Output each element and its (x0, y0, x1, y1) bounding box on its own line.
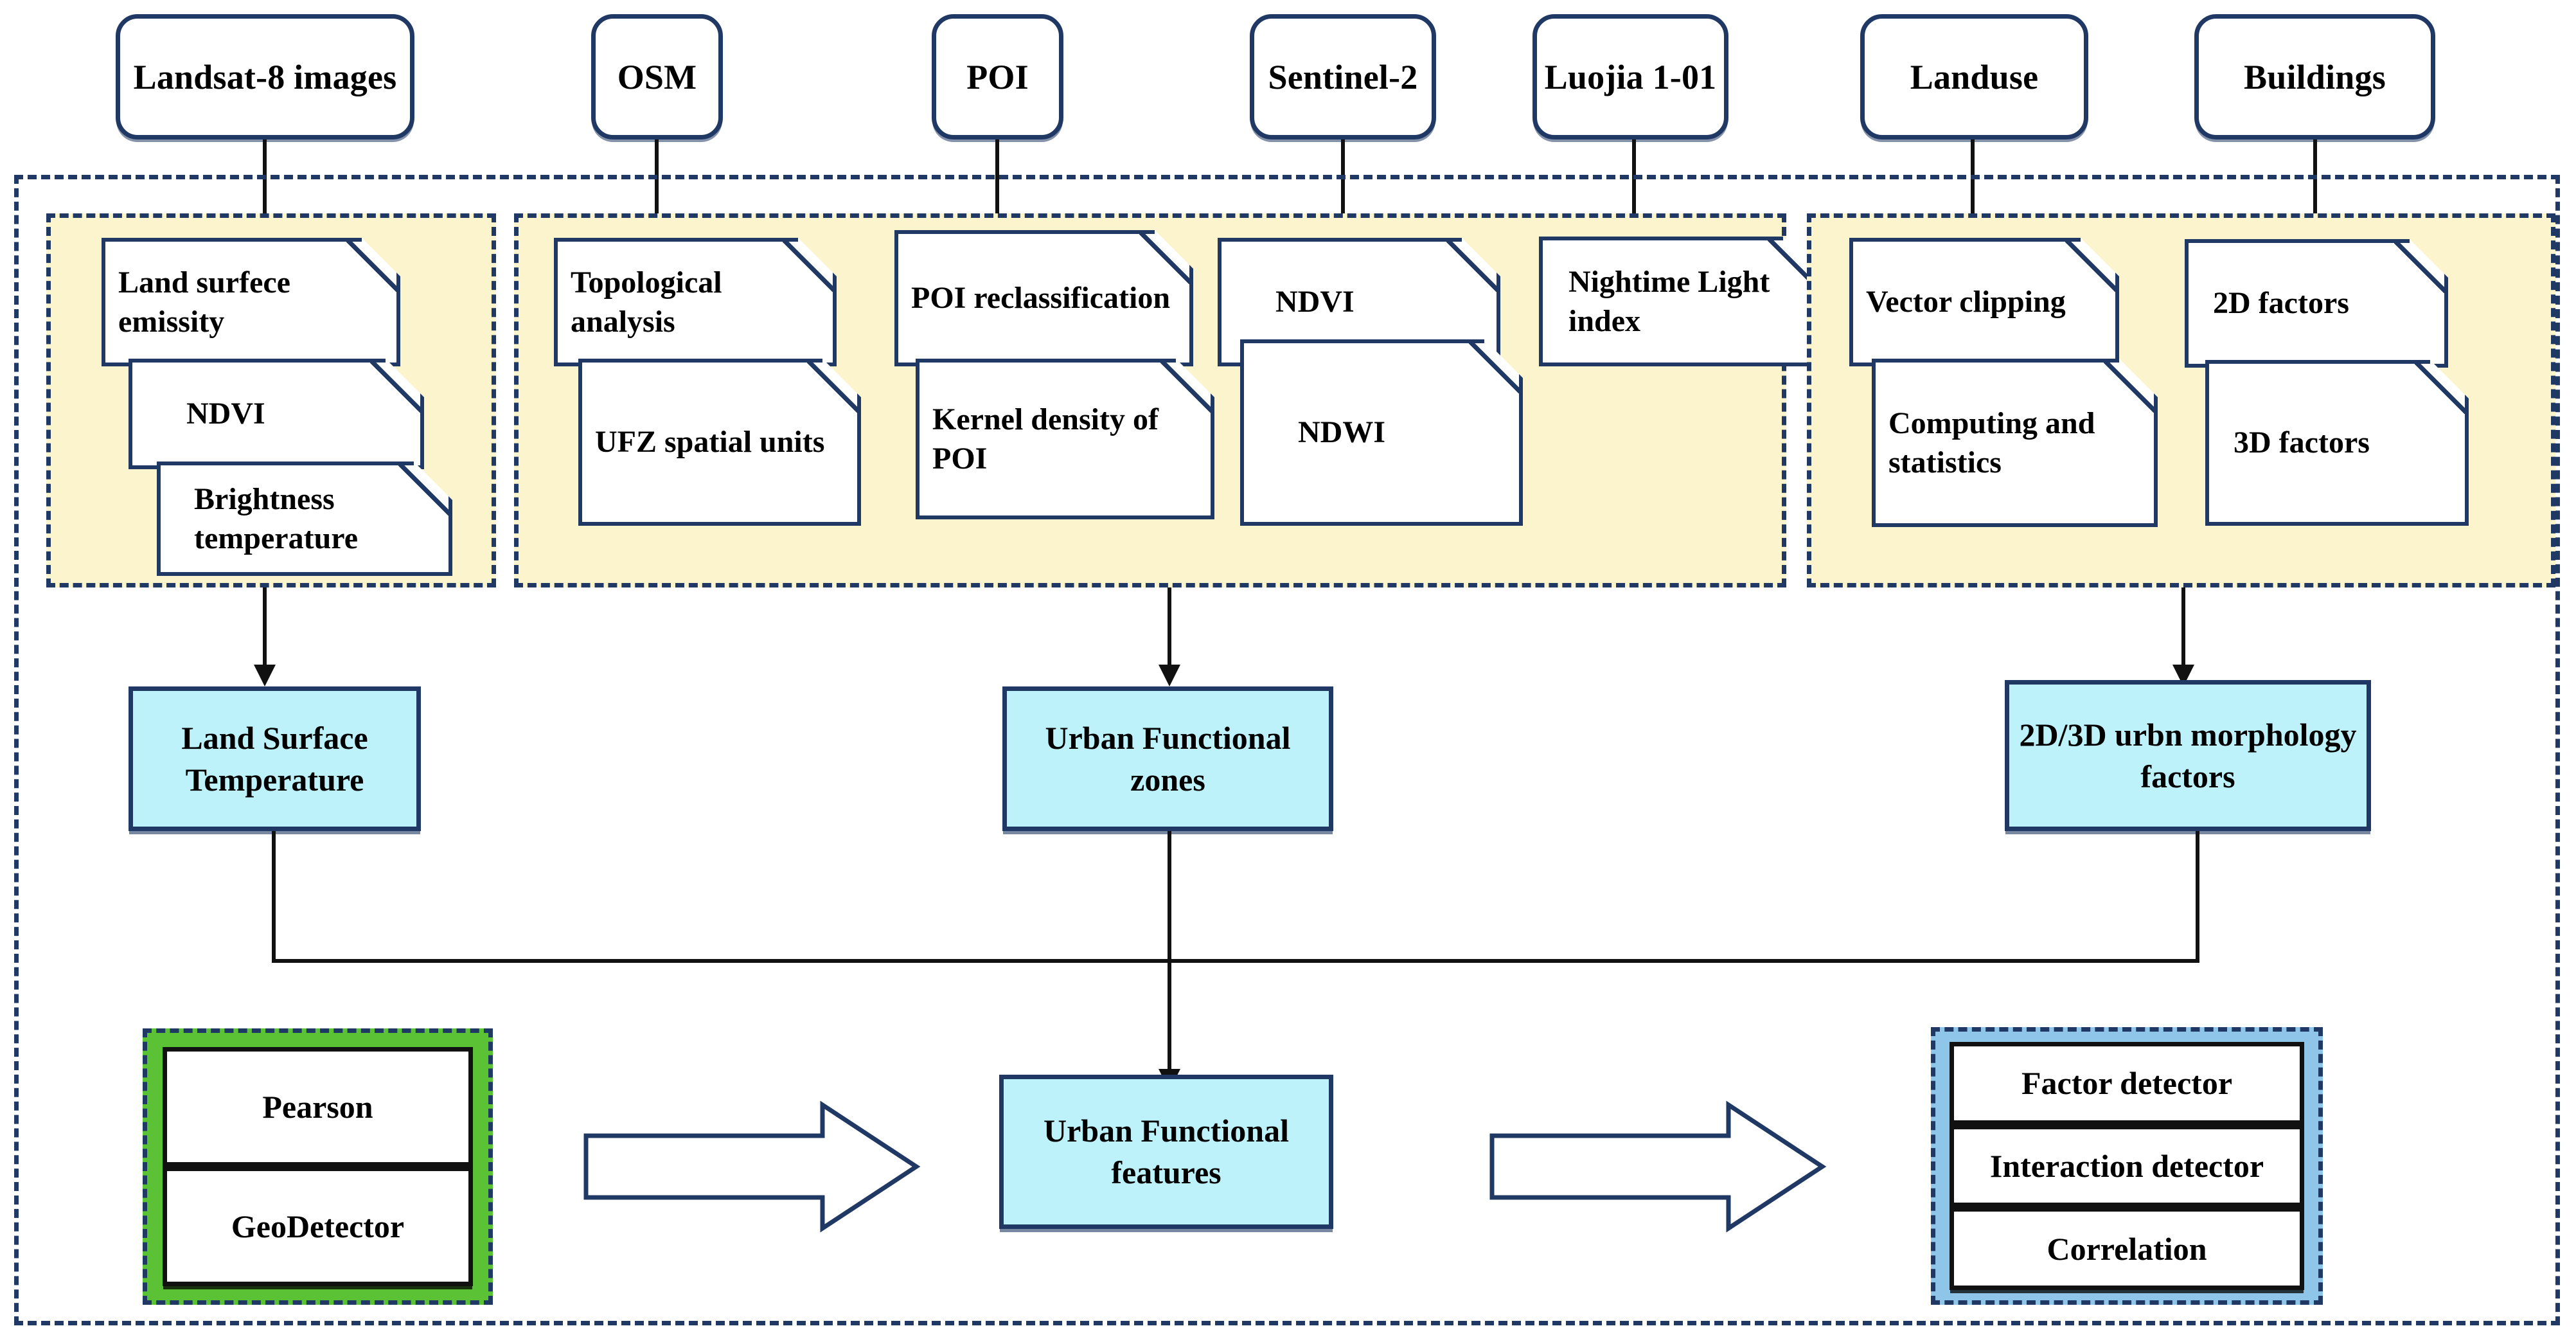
detector-cell-factor-detector[interactable]: Factor detector (1950, 1042, 2304, 1125)
process-label: Nightime Light index (1568, 264, 1770, 338)
geodetector-outputs-group: Factor detector Interaction detector Cor… (1931, 1027, 2323, 1305)
arrowhead-lst (254, 665, 276, 686)
bus-drop-center (1168, 831, 1171, 963)
process-label: Land surfece emissity (118, 265, 290, 339)
source-box-osm[interactable]: OSM (591, 14, 723, 139)
process-box-nightime-light-index[interactable]: Nightime Light index (1539, 237, 1822, 366)
bus-drop-left (272, 831, 276, 963)
block-arrow-left (583, 1100, 921, 1233)
process-box-computing-and-statistics[interactable]: Computing and statistics (1872, 359, 2158, 527)
arrowhead-ufz (1159, 665, 1180, 686)
connector-luojia (1632, 139, 1636, 226)
result-box-urban-functional-zones[interactable]: Urban Functional zones (1002, 686, 1333, 831)
block-arrow-right (1489, 1100, 1827, 1233)
connector-sentinel2 (1341, 139, 1345, 226)
result-label: Land Surface Temperature (181, 719, 368, 798)
process-box-land-surface-emissity[interactable]: Land surfece emissity (102, 238, 400, 366)
process-box-2d-factors[interactable]: 2D factors (2185, 239, 2448, 368)
connector-landuse (1971, 139, 1975, 226)
source-box-landsat8[interactable]: Landsat-8 images (116, 14, 414, 139)
process-box-3d-factors[interactable]: 3D factors (2205, 360, 2469, 526)
process-box-poi-reclassification[interactable]: POI reclassification (894, 230, 1193, 366)
process-box-vector-clipping[interactable]: Vector clipping (1849, 238, 2119, 366)
bus-horizontal (272, 959, 2199, 963)
connector-landsat (263, 139, 267, 226)
result-label: 2D/3D urbn morphology factors (2019, 716, 2357, 794)
source-label: Landsat-8 images (133, 57, 397, 96)
method-cell-pearson[interactable]: Pearson (163, 1047, 473, 1167)
statistical-methods-group: Pearson GeoDetector (143, 1028, 493, 1305)
source-label: OSM (617, 57, 697, 96)
process-label: Topological analysis (571, 265, 722, 339)
result-label: Urban Functional zones (1045, 719, 1291, 798)
result-label: Urban Functional features (1043, 1113, 1289, 1190)
process-box-brightness-temperature[interactable]: Brightness temperature (157, 461, 452, 576)
connector-buildings (2313, 139, 2317, 226)
result-box-land-surface-temperature[interactable]: Land Surface Temperature (129, 686, 421, 831)
connector-panel2-to-ufz (1168, 587, 1171, 670)
process-label: Brightness temperature (194, 481, 358, 555)
source-box-luojia[interactable]: Luojia 1-01 (1532, 14, 1728, 139)
source-box-landuse[interactable]: Landuse (1860, 14, 2088, 139)
result-box-urban-functional-features[interactable]: Urban Functional features (999, 1075, 1333, 1229)
process-label: 3D factors (2234, 426, 2370, 460)
connector-panel3-to-morphology (2181, 587, 2185, 670)
process-box-kernel-density-of-poi[interactable]: Kernel density of POI (916, 359, 1214, 519)
workflow-boundary (14, 175, 2560, 1325)
bus-drop-right (2196, 831, 2199, 963)
process-label: Computing and statistics (1888, 406, 2095, 479)
process-box-ndwi[interactable]: NDWI (1240, 339, 1523, 526)
process-label: NDVI (1275, 285, 1355, 319)
detector-label: Interaction detector (1989, 1148, 2264, 1184)
detector-cell-interaction-detector[interactable]: Interaction detector (1950, 1124, 2304, 1208)
process-label: POI reclassification (911, 281, 1171, 316)
source-label: Luojia 1-01 (1544, 57, 1717, 96)
connector-osm (655, 139, 659, 226)
source-label: Buildings (2244, 57, 2386, 96)
process-label: Kernel density of POI (932, 402, 1159, 476)
source-box-sentinel2[interactable]: Sentinel-2 (1250, 14, 1436, 139)
detector-label: Factor detector (2021, 1065, 2233, 1102)
method-label: GeoDetector (231, 1208, 405, 1244)
connector-bus-to-features (1168, 959, 1171, 1075)
source-box-buildings[interactable]: Buildings (2194, 14, 2435, 139)
process-label: Vector clipping (1866, 285, 2066, 319)
source-label: Sentinel-2 (1268, 57, 1418, 96)
connector-panel1-to-lst (263, 587, 267, 670)
process-label: UFZ spatial units (595, 425, 825, 460)
process-label: NDVI (186, 397, 265, 431)
source-label: Landuse (1910, 57, 2039, 96)
connector-poi (995, 139, 999, 226)
process-box-ndvi-lst[interactable]: NDVI (129, 359, 424, 469)
method-cell-geodetector[interactable]: GeoDetector (163, 1167, 473, 1286)
detector-label: Correlation (2047, 1230, 2207, 1267)
result-box-urban-morphology-factors[interactable]: 2D/3D urbn morphology factors (2005, 680, 2371, 831)
process-box-ufz-spatial-units[interactable]: UFZ spatial units (578, 359, 861, 526)
process-box-topological-analysis[interactable]: Topological analysis (554, 238, 837, 366)
source-box-poi[interactable]: POI (932, 14, 1063, 139)
source-label: POI (966, 57, 1029, 96)
process-label: 2D factors (2213, 286, 2349, 321)
detector-cell-correlation[interactable]: Correlation (1950, 1207, 2304, 1291)
process-label: NDWI (1298, 415, 1386, 450)
method-label: Pearson (262, 1089, 373, 1125)
